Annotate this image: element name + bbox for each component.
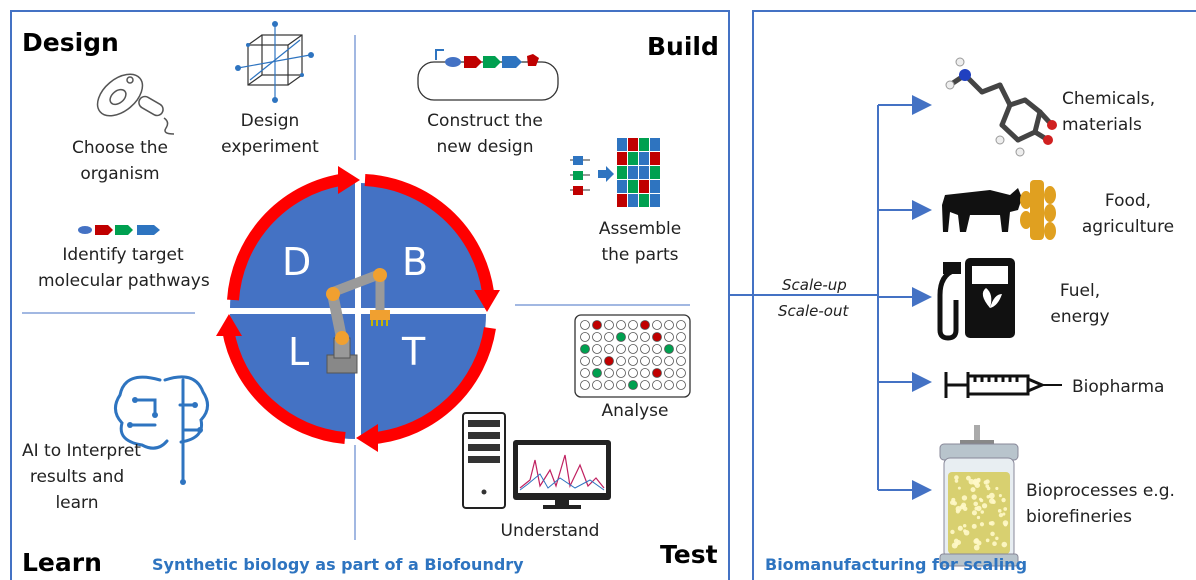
test-heading: Test [660,540,718,569]
computer-icon [462,412,611,509]
output-arrows [878,95,932,500]
assembled-grid [617,138,660,207]
syringe-icon [944,372,1062,398]
biofoundry-caption: Synthetic biology as part of a Biofoundr… [152,555,524,574]
cycle-arrows [222,174,496,444]
assemble-icon [570,156,614,195]
dbtl-circle [230,183,486,439]
choose-organism-label: Choose the organism [71,138,169,184]
learn-heading: Learn [22,548,102,577]
robot-arm-icon [326,268,390,374]
brain-circuit-icon [114,375,209,484]
bioreactor-icon [939,425,1019,567]
biomanufacturing-caption: Biomanufacturing for scaling [765,555,1028,574]
quadrant-letter-t: T [402,330,426,374]
quadrant-b [361,183,486,308]
output-label-chemicals: Chemicals, materials [1062,89,1156,135]
output-label-bioprocesses: Bioprocesses e.g. biorefineries [1026,481,1175,527]
organism-icon [96,73,175,135]
design-experiment-label: Design experiment [221,111,319,157]
quadrant-l [230,314,355,439]
fuel-pump-icon [937,258,1015,341]
quadrant-t [361,314,486,439]
quadrant-letter-d: D [282,240,312,284]
divider-lines [22,35,690,540]
identify-pathways-label: Identify target molecular pathways [38,245,210,291]
plasmid-icon [417,49,559,101]
plate-icon [574,314,691,398]
brain-nodes [127,397,203,485]
scale-up-label: Scale-up [782,276,847,294]
analyse-label: Analyse [601,401,669,421]
output-label-fuel: Fuel, energy [1050,281,1110,327]
build-heading: Build [647,32,719,61]
cycle-arrowheads [216,166,500,452]
cow-wheat-icon [942,180,1056,240]
cube-icon [237,25,311,100]
connector-lines [730,105,879,490]
output-label-food: Food, agriculture [1081,191,1175,237]
pathway-icon [78,225,160,235]
molecule-icon [945,57,1057,157]
understand-label: Understand [500,521,600,541]
scale-out-label: Scale-out [778,302,849,320]
quadrant-letter-l: L [288,330,310,374]
construct-design-label: Construct the new design [427,111,543,157]
assemble-parts-label: Assemble the parts [598,219,682,265]
design-heading: Design [22,28,119,57]
cube-dots [235,21,314,103]
quadrant-d [230,183,355,308]
ai-interpret-label: AI to Interpret results and learn [22,441,141,513]
output-label-biopharma: Biopharma [1072,377,1165,397]
quadrant-letter-b: B [402,240,429,284]
